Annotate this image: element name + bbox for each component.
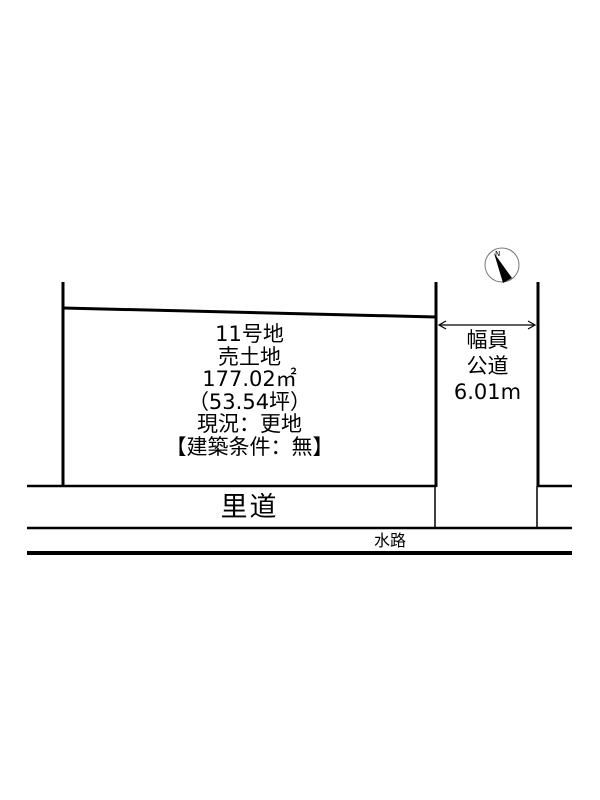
road-width-label: 幅員 bbox=[466, 328, 509, 352]
area-sqm: 177.02㎡ bbox=[202, 367, 297, 391]
listing-type: 売土地 bbox=[218, 344, 281, 369]
plot-info: 11号地 売土地 177.02㎡ （53.54坪） 現況：更地 【建築条件：無】 bbox=[63, 323, 436, 458]
building-condition: 【建築条件：無】 bbox=[165, 434, 334, 459]
road-width-dimension-arrow bbox=[437, 320, 537, 330]
svg-text:N: N bbox=[495, 250, 500, 258]
satomichi-label: 里道 bbox=[220, 492, 279, 523]
current-state: 現況：更地 bbox=[197, 412, 302, 436]
plot-top-boundary bbox=[62, 306, 437, 319]
north-arrow-icon: N bbox=[484, 247, 520, 283]
road-width-value: 6.01m bbox=[453, 380, 522, 404]
area-tsubo: （53.54坪） bbox=[187, 389, 312, 414]
public-road-info: 幅員 公道 6.01m bbox=[437, 327, 538, 405]
road-type-label: 公道 bbox=[466, 354, 509, 378]
lot-number: 11号地 bbox=[215, 322, 284, 346]
waterway-label: 水路 bbox=[373, 531, 406, 550]
